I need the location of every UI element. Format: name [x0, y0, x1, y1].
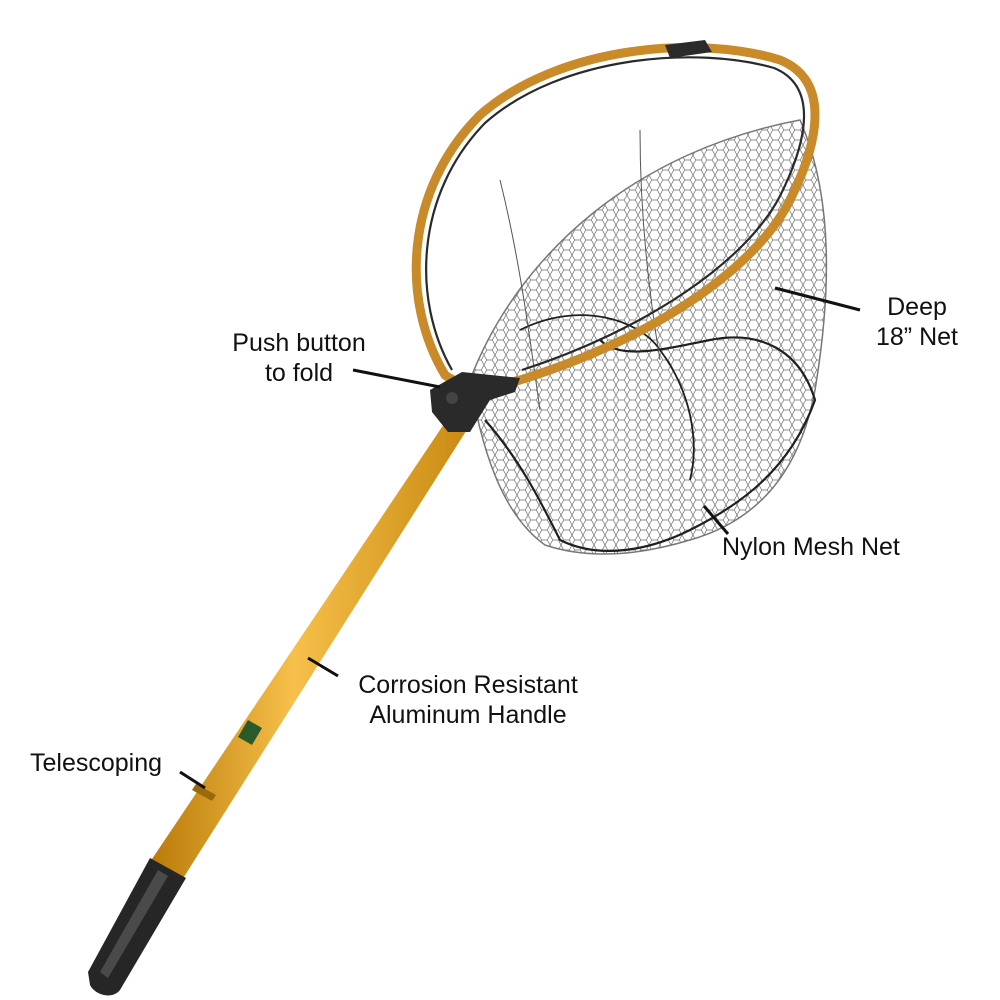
leader-deep-net — [774, 286, 861, 312]
hinge-button — [446, 392, 458, 404]
handle-telescope-joint — [192, 784, 216, 801]
net-fold-line — [519, 314, 695, 481]
grip-highlight — [100, 870, 168, 978]
callout-aluminum-handle-line-2: Aluminum Handle — [369, 701, 567, 729]
callout-deep-net-line-1: Deep — [887, 293, 947, 321]
net-bottom-edge — [484, 336, 817, 552]
net-frame-inner-cord — [425, 56, 806, 372]
net-frame — [411, 43, 820, 391]
callout-deep-net-line-2: 18” Net — [876, 323, 958, 351]
frame-tip-clip — [665, 40, 712, 58]
push-button-hinge-icon — [430, 372, 520, 432]
leader-push-button — [352, 368, 441, 389]
callout-deep-net: Deep 18” Net — [862, 292, 972, 352]
net-fold-line-3 — [639, 129, 661, 361]
handle-brand-mark — [238, 720, 262, 745]
leader-aluminum-handle — [307, 656, 339, 678]
leader-telescoping — [179, 770, 206, 790]
callout-aluminum-handle-line-1: Corrosion Resistant — [358, 671, 578, 699]
leader-nylon-mesh — [702, 505, 730, 535]
callout-push-button-line-2: to fold — [264, 359, 334, 387]
callout-telescoping: Telescoping — [30, 748, 162, 778]
callout-aluminum-handle: Corrosion Resistant Aluminum Handle — [340, 670, 596, 730]
callout-nylon-mesh: Nylon Mesh Net — [722, 532, 900, 562]
callout-nylon-mesh-text: Nylon Mesh Net — [722, 533, 900, 561]
callout-telescoping-text: Telescoping — [30, 749, 163, 777]
net-fold-line-2 — [499, 179, 541, 411]
callout-push-button: Push button to fold — [222, 328, 376, 388]
callout-push-button-line-1: Push button — [232, 329, 366, 357]
aluminum-handle — [150, 418, 468, 880]
